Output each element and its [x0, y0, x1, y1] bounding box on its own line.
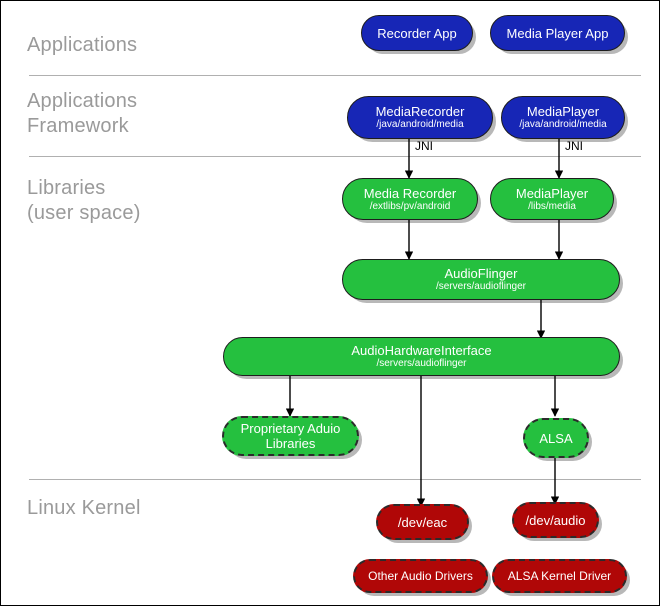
node-dev-audio[interactable]: /dev/audio — [512, 502, 599, 538]
node-media-recorder-lib[interactable]: Media Recorder /extlibs/pv/android — [342, 178, 478, 220]
node-alsa-title: ALSA — [539, 430, 573, 446]
divider-applications-framework — [29, 156, 641, 157]
node-alsa[interactable]: ALSA — [523, 418, 589, 458]
node-audiohardwareinterface-path: /servers/audioflinger — [376, 358, 467, 369]
node-media-player-app-title: Media Player App — [506, 25, 609, 41]
node-mediarecorder-framework-path: /java/android/media — [376, 119, 464, 130]
node-alsa-kernel-driver-title: ALSA Kernel Driver — [507, 568, 612, 583]
node-recorder-app-title: Recorder App — [377, 25, 457, 41]
node-mediarecorder-framework[interactable]: MediaRecorder /java/android/media — [347, 96, 493, 139]
wire-label-jni-right: JNI — [565, 139, 583, 153]
node-other-audio-drivers[interactable]: Other Audio Drivers — [353, 559, 488, 593]
divider-libraries — [29, 479, 641, 480]
node-audioflinger-title: AudioFlinger — [444, 266, 518, 281]
node-mediaplayer-framework[interactable]: MediaPlayer /java/android/media — [501, 96, 625, 139]
node-dev-audio-title: /dev/audio — [525, 512, 586, 528]
node-mediaplayer-lib-title: MediaPlayer — [515, 185, 589, 201]
node-recorder-app[interactable]: Recorder App — [361, 15, 473, 51]
node-media-recorder-lib-title: Media Recorder — [363, 185, 457, 201]
node-audioflinger[interactable]: AudioFlinger /servers/audioflinger — [342, 259, 620, 300]
band-label-applications-framework: Applications Framework — [27, 90, 138, 137]
node-other-audio-drivers-title: Other Audio Drivers — [368, 568, 473, 583]
band-label-libraries: Libraries (user space) — [27, 177, 141, 224]
node-dev-eac-title: /dev/eac — [397, 514, 448, 530]
node-mediaplayer-lib-path: /libs/media — [528, 200, 576, 212]
wire-label-jni-left: JNI — [415, 139, 433, 153]
node-mediaplayer-framework-title: MediaPlayer — [526, 104, 600, 119]
node-dev-eac[interactable]: /dev/eac — [376, 504, 469, 540]
band-label-linux-kernel: Linux Kernel — [27, 497, 141, 519]
node-audioflinger-path: /servers/audioflinger — [435, 281, 527, 292]
node-proprietary-audio-libraries-title: Proprietary Aduio — [240, 421, 341, 436]
node-media-recorder-lib-path: /extlibs/pv/android — [369, 200, 451, 212]
node-media-player-app[interactable]: Media Player App — [490, 15, 625, 51]
node-proprietary-audio-libraries-title-line2: Libraries — [265, 436, 316, 451]
node-mediarecorder-framework-title: MediaRecorder — [375, 104, 465, 119]
node-mediaplayer-lib[interactable]: MediaPlayer /libs/media — [490, 178, 614, 220]
divider-applications — [29, 75, 641, 76]
node-audiohardwareinterface[interactable]: AudioHardwareInterface /servers/audiofli… — [223, 337, 620, 376]
band-label-applications: Applications — [27, 34, 138, 56]
node-mediaplayer-framework-path: /java/android/media — [519, 119, 607, 130]
node-proprietary-audio-libraries[interactable]: Proprietary Aduio Libraries — [222, 416, 359, 456]
node-alsa-kernel-driver[interactable]: ALSA Kernel Driver — [492, 559, 627, 593]
node-audiohardwareinterface-title: AudioHardwareInterface — [351, 343, 492, 358]
